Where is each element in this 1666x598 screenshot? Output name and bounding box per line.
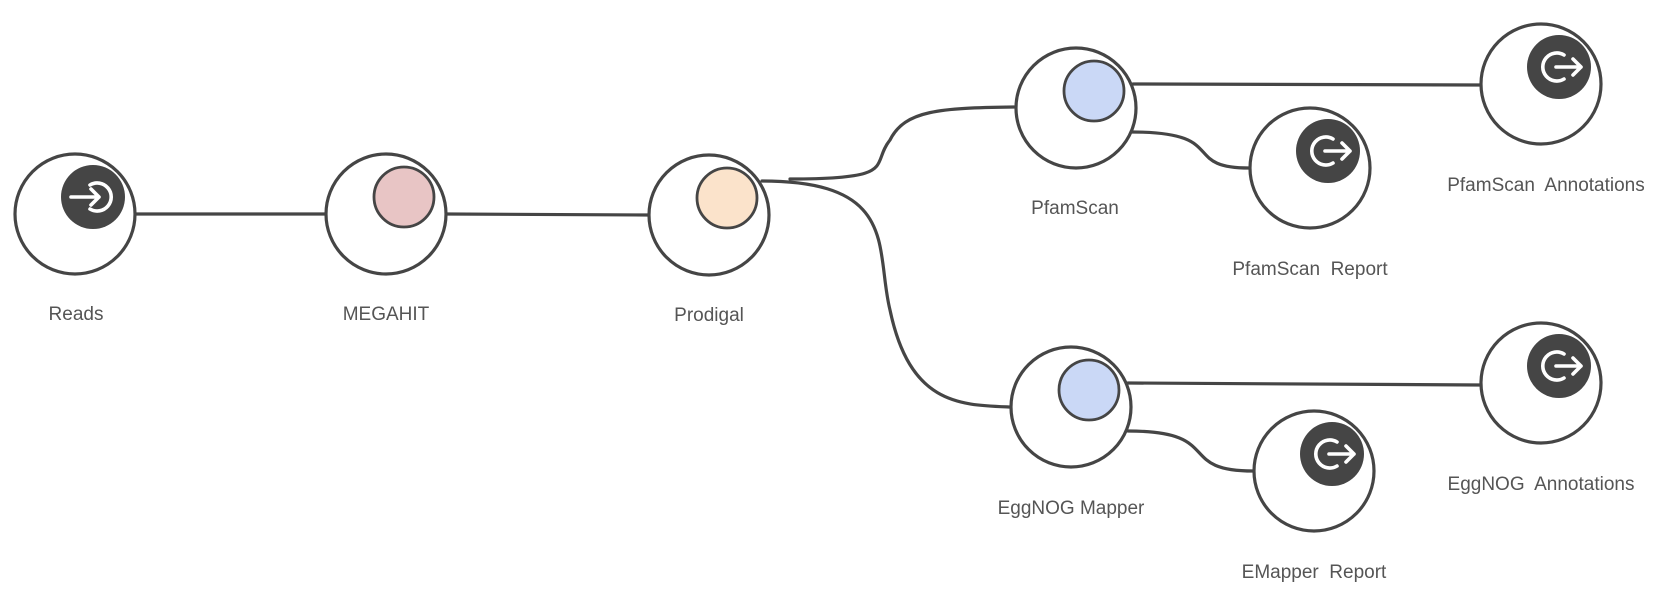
- node-label: PfamScan: [1031, 198, 1119, 219]
- logout-arrow-icon: [1527, 334, 1591, 398]
- edges-layer: [134, 82, 1482, 473]
- edge-megahit-to-prodigal[interactable]: [445, 212, 650, 217]
- node-emapper-report[interactable]: EMapper Report: [1242, 409, 1387, 583]
- node-label: EggNOG Annotations: [1448, 474, 1635, 495]
- node-prodigal[interactable]: Prodigal: [647, 153, 771, 326]
- edge-eggnog-to-emapper_report[interactable]: [1126, 429, 1255, 473]
- node-pfamscan-annotations[interactable]: PfamScan Annotations: [1447, 22, 1645, 196]
- node-label: MEGAHIT: [343, 304, 430, 325]
- logout-arrow-icon: [1527, 35, 1591, 99]
- node-pfamscan[interactable]: PfamScan: [1014, 46, 1138, 219]
- node-eggnog-annotations[interactable]: EggNOG Annotations: [1448, 321, 1635, 495]
- tool-indicator: [1062, 59, 1126, 123]
- node-label: PfamScan Annotations: [1447, 175, 1645, 196]
- edge-prodigal-to-pfamscan[interactable]: [788, 105, 1016, 181]
- node-reads[interactable]: Reads: [13, 152, 137, 325]
- node-label: PfamScan Report: [1232, 259, 1388, 280]
- node-label: EMapper Report: [1242, 562, 1387, 583]
- edge-pfamscan-to-pfamscan_annotations[interactable]: [1131, 82, 1482, 87]
- node-label: Prodigal: [674, 305, 744, 326]
- logout-arrow-icon: [1300, 422, 1364, 486]
- node-label: EggNOG Mapper: [998, 498, 1145, 519]
- node-megahit[interactable]: MEGAHIT: [324, 152, 448, 325]
- tool-indicator: [1057, 358, 1121, 422]
- node-label: Reads: [49, 304, 104, 325]
- node-pfamscan-report[interactable]: PfamScan Report: [1232, 106, 1388, 280]
- edge-pfamscan-to-pfamscan_report[interactable]: [1130, 130, 1251, 170]
- edge-eggnog-to-eggnog_annotations[interactable]: [1126, 381, 1482, 387]
- edge-prodigal-to-eggnog[interactable]: [760, 179, 1012, 409]
- login-arrow-icon: [61, 165, 125, 229]
- logout-arrow-icon: [1296, 119, 1360, 183]
- tool-indicator: [372, 165, 436, 229]
- tool-indicator: [695, 166, 759, 230]
- node-eggnog[interactable]: EggNOG Mapper: [998, 345, 1145, 519]
